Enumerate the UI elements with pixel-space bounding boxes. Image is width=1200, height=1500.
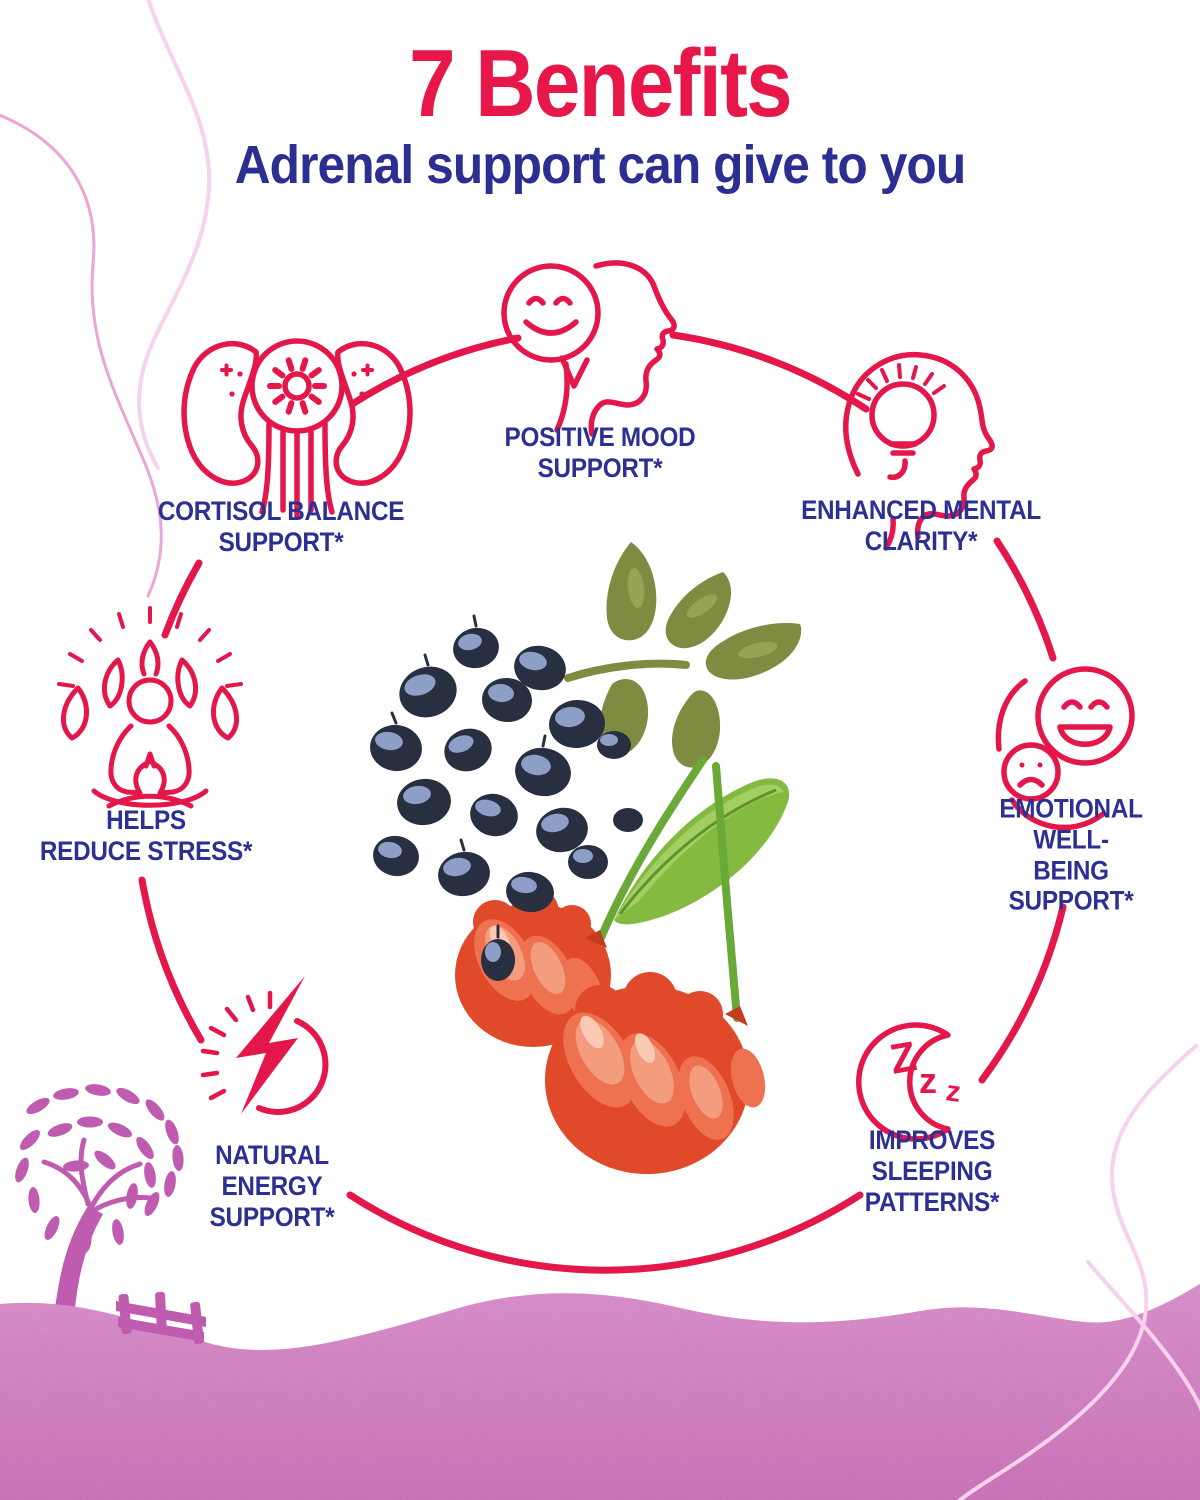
title-block: 7 Benefits Adrenal support can give to y…: [0, 0, 1200, 193]
sleep-moon-icon: Z z z: [856, 1022, 963, 1142]
olive-leaves: [599, 542, 802, 768]
label-cortisol-balance: CORTISOL BALANCE SUPPORT*: [157, 496, 405, 557]
footer-landscape: [0, 1044, 1200, 1500]
meditation-lotus-icon: [57, 606, 243, 809]
label-emotional-well-being: EMOTIONAL WELL-BEING SUPPORT*: [999, 793, 1143, 916]
acerola-cherries: [455, 888, 766, 1174]
emotional-wellbeing-icon: [995, 666, 1135, 831]
mental-clarity-icon: [843, 351, 995, 551]
page-title: 7 Benefits: [409, 30, 793, 137]
fence: [116, 1291, 206, 1345]
fruit-illustration: [370, 542, 802, 1174]
label-natural-energy: NATURAL ENERGY SUPPORT*: [209, 1139, 335, 1232]
page-subtitle: Adrenal support can give to you: [234, 134, 967, 195]
cherry-stems: [596, 756, 741, 1022]
label-improves-sleeping: IMPROVES SLEEPING PATTERNS*: [864, 1124, 1000, 1217]
topleft-swirl-decoration: [0, 0, 212, 598]
branch-stem: [564, 659, 690, 682]
label-enhanced-mental-clarity: ENHANCED MENTAL CLARITY*: [801, 495, 1041, 556]
label-positive-mood: POSITIVE MOOD SUPPORT*: [504, 422, 696, 483]
cherry-front: [545, 972, 766, 1174]
label-helps-reduce-stress: HELPS REDUCE STRESS*: [39, 805, 253, 866]
adrenal-glands-icon: [181, 338, 413, 519]
tree-leaves: [15, 1084, 184, 1253]
zzz-letter-2: z: [919, 1060, 937, 1101]
zzz-letter-1: Z: [886, 1032, 919, 1083]
zzz-letter-3: z: [944, 1075, 963, 1109]
green-leaf: [614, 778, 790, 925]
berry-cluster: [370, 614, 643, 981]
energy-bolt-icon: [200, 976, 329, 1115]
bottomright-swirl-decoration: [956, 1044, 1200, 1500]
benefit-circle-arcs: [138, 331, 1067, 1274]
tree-silhouette: [15, 1084, 184, 1318]
positive-mood-icon: [501, 260, 677, 437]
